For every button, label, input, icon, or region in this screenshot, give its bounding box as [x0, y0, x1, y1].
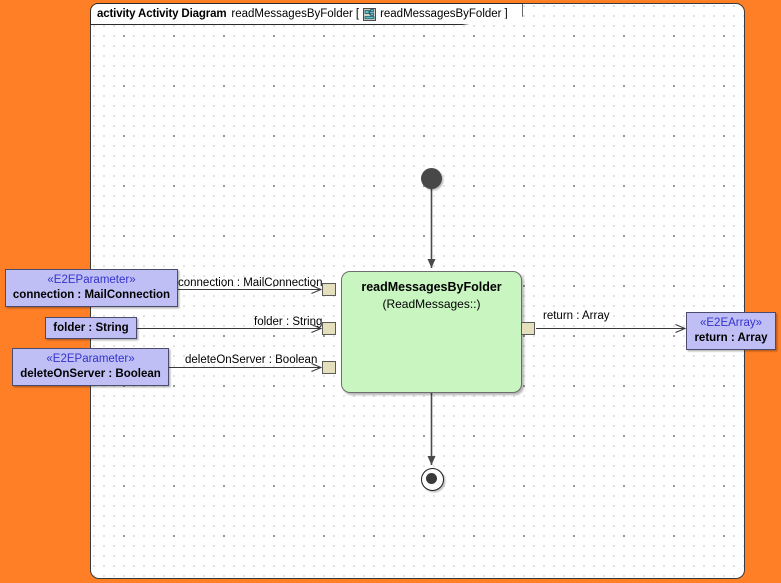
parameter-node-delete-on-server[interactable]: «E2EParameter» deleteOnServer : Boolean — [12, 348, 169, 386]
activity-node-name: readMessagesByFolder — [361, 280, 502, 294]
frame-bracket-open: [ — [355, 8, 360, 20]
edge-label-connection: connection : MailConnection — [178, 277, 323, 289]
edge-label-return: return : Array — [543, 310, 610, 322]
activity-final-node-inner-dot — [426, 473, 437, 484]
frame-title-tab[interactable]: activity Activity Diagram readMessagesBy… — [90, 3, 523, 25]
activity-node-qualifier: (ReadMessages::) — [382, 297, 481, 311]
activity-node-read-messages-by-folder[interactable]: readMessagesByFolder (ReadMessages::) — [341, 271, 522, 393]
parameter-node-stereotype: «E2EParameter» — [46, 353, 135, 365]
input-pin-connection[interactable] — [322, 283, 336, 296]
edge-label-delete-on-server: deleteOnServer : Boolean — [185, 354, 318, 366]
activity-parameter-icon — [363, 7, 377, 21]
frame-parameter-name: readMessagesByFolder — [380, 8, 502, 20]
output-pin-return[interactable] — [521, 322, 535, 335]
frame-name: readMessagesByFolder — [231, 8, 353, 20]
input-pin-delete-on-server[interactable] — [322, 361, 336, 374]
frame-keyword: activity Activity Diagram — [97, 8, 227, 20]
parameter-node-stereotype: «E2EParameter» — [47, 274, 136, 286]
parameter-node-connection[interactable]: «E2EParameter» connection : MailConnecti… — [5, 269, 178, 307]
parameter-node-return-array[interactable]: «E2EArray» return : Array — [686, 312, 776, 350]
parameter-node-label: return : Array — [694, 332, 768, 344]
initial-node[interactable] — [421, 168, 442, 189]
parameter-node-stereotype: «E2EArray» — [699, 317, 762, 329]
parameter-node-label: deleteOnServer : Boolean — [20, 368, 161, 380]
parameter-node-label: folder : String — [53, 321, 129, 334]
activity-final-node[interactable] — [421, 468, 444, 491]
edge-label-folder: folder : String — [254, 316, 323, 328]
parameter-node-label: connection : MailConnection — [12, 289, 171, 301]
frame-bracket-close: ] — [504, 8, 508, 20]
input-pin-folder[interactable] — [322, 322, 336, 335]
parameter-node-folder[interactable]: folder : String — [45, 317, 137, 339]
